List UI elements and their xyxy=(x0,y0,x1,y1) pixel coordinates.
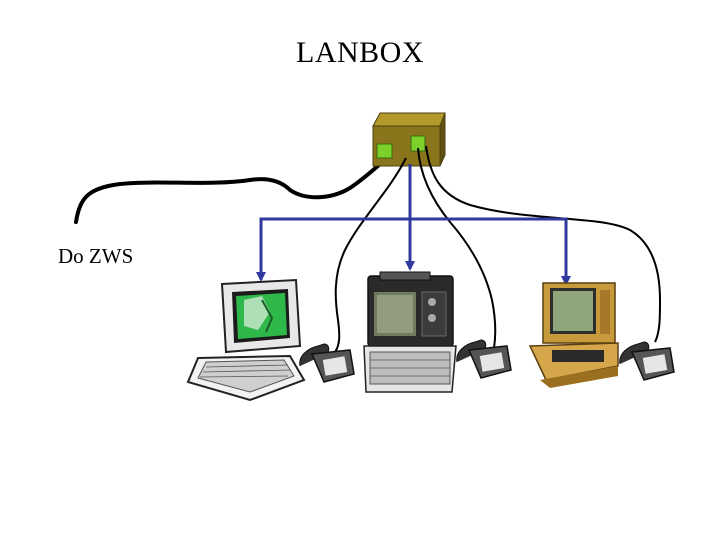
lan-connections xyxy=(256,164,571,286)
console-computer-icon xyxy=(528,282,619,388)
telephone-icon xyxy=(456,339,512,379)
uplink-cable xyxy=(74,158,387,224)
rugged-computer-icon xyxy=(363,271,457,393)
telephone-icon xyxy=(299,343,355,383)
phone-cable-3 xyxy=(425,145,662,343)
diagram-title: LANBOX xyxy=(296,36,424,69)
phone-cable-2 xyxy=(417,147,497,349)
lanbox-icon xyxy=(372,112,446,167)
laptop-icon xyxy=(186,278,306,402)
uplink-label: Do ZWS xyxy=(58,244,134,268)
phone-cable-1 xyxy=(334,157,407,353)
telephone-icon xyxy=(619,341,675,381)
